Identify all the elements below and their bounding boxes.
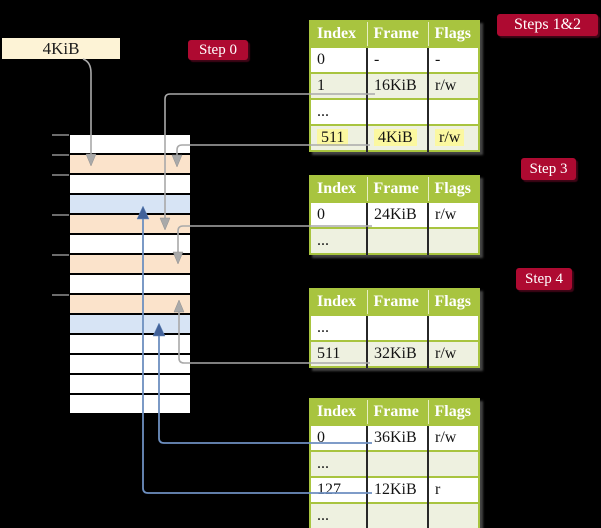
column-header-index: Index	[310, 399, 367, 425]
badge-step-0: Step 0	[188, 40, 248, 60]
memory-frame-row-13-white	[70, 395, 190, 415]
table-cell: 511	[310, 124, 367, 151]
table-cell: r/w	[427, 201, 479, 228]
table-cell: 12KiB	[366, 476, 428, 503]
table-cell	[366, 450, 428, 477]
column-header-flags: Flags	[427, 21, 479, 47]
table-cell: 4KiB	[366, 124, 428, 151]
table-row: ...	[310, 502, 479, 528]
table-cell: r	[427, 476, 479, 503]
memory-frame-row-11-white	[70, 355, 190, 375]
table-cell	[427, 450, 479, 477]
column-header-frame: Frame	[366, 289, 428, 315]
column-header-frame: Frame	[366, 399, 428, 425]
table-row: 511 4KiB r/w	[310, 124, 479, 151]
table-row: ...	[310, 98, 479, 125]
table-cell: ...	[310, 227, 367, 254]
column-header-flags: Flags	[427, 289, 479, 315]
highlighted-value: 511	[317, 129, 349, 146]
table-cell	[366, 314, 428, 341]
table-cell: 32KiB	[366, 340, 428, 367]
table-cell: ...	[310, 314, 367, 341]
table-cell: 0	[310, 424, 367, 451]
table-cell: -	[427, 46, 479, 73]
memory-frame-row-0-white	[70, 135, 190, 155]
column-header-frame: Frame	[366, 176, 428, 202]
table-row: 0--	[310, 46, 479, 73]
table-cell: 1	[310, 72, 367, 99]
frame-size-label: 4KiB	[2, 38, 120, 59]
column-header-index: Index	[310, 21, 367, 47]
badge-step-4: Step 4	[516, 268, 572, 290]
table-cell	[366, 502, 428, 528]
table-cell	[366, 98, 428, 125]
table-cell: r/w	[427, 424, 479, 451]
memory-frame-row-8-orange	[70, 295, 190, 315]
table-cell: 36KiB	[366, 424, 428, 451]
table-cell: 16KiB	[366, 72, 428, 99]
table-cell: r/w	[427, 72, 479, 99]
memory-frame-row-1-orange	[70, 155, 190, 175]
memory-frame-row-7-white	[70, 275, 190, 295]
table-cell: ...	[310, 98, 367, 125]
table-cell	[427, 98, 479, 125]
column-header-flags: Flags	[427, 176, 479, 202]
table-cell: r/w	[427, 124, 479, 151]
memory-frame-row-12-white	[70, 375, 190, 395]
table-row: ...	[310, 450, 479, 477]
table-cell: 127	[310, 476, 367, 503]
memory-ticks	[52, 134, 69, 296]
memory-frame-row-6-orange	[70, 255, 190, 275]
table-cell: -	[366, 46, 428, 73]
table-cell: 24KiB	[366, 201, 428, 228]
table-cell	[366, 227, 428, 254]
table-cell: 0	[310, 46, 367, 73]
table-cell: ...	[310, 502, 367, 528]
memory-frame-row-5-white	[70, 235, 190, 255]
table-cell	[427, 502, 479, 528]
table-cell	[427, 314, 479, 341]
memory-frame-row-3-blue	[70, 195, 190, 215]
badge-steps-1-2: Steps 1&2	[497, 14, 598, 36]
column-header-index: Index	[310, 289, 367, 315]
physical-memory-column	[70, 135, 190, 415]
memory-frame-row-2-white	[70, 175, 190, 195]
column-header-flags: Flags	[427, 399, 479, 425]
memory-frame-row-9-blue	[70, 315, 190, 335]
highlighted-value: 4KiB	[374, 129, 417, 146]
table-cell: 511	[310, 340, 367, 367]
column-header-frame: Frame	[366, 21, 428, 47]
table-cell: 0	[310, 201, 367, 228]
highlighted-value: r/w	[435, 129, 465, 146]
badge-step-3: Step 3	[521, 158, 576, 180]
table-cell	[427, 227, 479, 254]
table-cell: r/w	[427, 340, 479, 367]
memory-frame-row-10-white	[70, 335, 190, 355]
memory-frame-row-4-orange	[70, 215, 190, 235]
table-cell: ...	[310, 450, 367, 477]
table-row: ...	[310, 227, 479, 254]
table-row: ...	[310, 314, 479, 341]
column-header-index: Index	[310, 176, 367, 202]
